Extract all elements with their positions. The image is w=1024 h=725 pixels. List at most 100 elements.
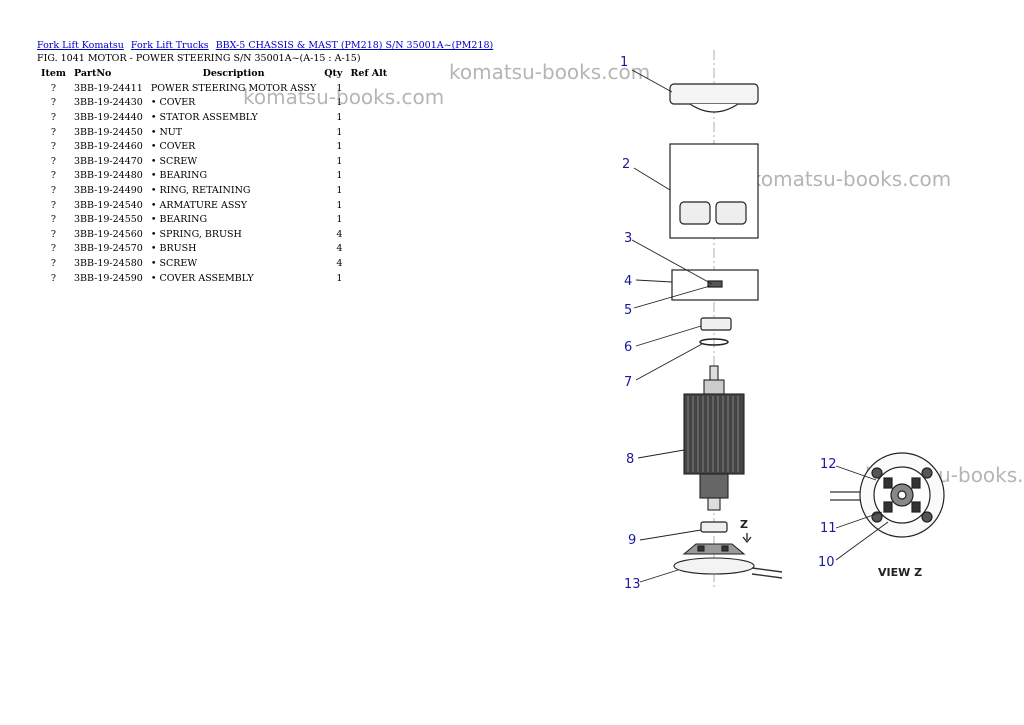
cell-partno: 3BB-19-24580 (73, 257, 143, 269)
cell-qty: 1 (336, 111, 343, 123)
cell-description: • RING, RETAINING (150, 184, 251, 196)
cell-description: POWER STEERING MOTOR ASSY (150, 82, 317, 94)
cell-description: • BEARING (150, 214, 208, 226)
z-direction-label: Z (740, 518, 748, 531)
callout-8: 8 (626, 452, 634, 467)
cell-qty: 1 (336, 97, 343, 109)
part-cover-cap (669, 83, 759, 113)
cell-partno: 3BB-19-24570 (73, 243, 143, 255)
header-partno: PartNo (73, 68, 112, 79)
cell-qty: 4 (336, 243, 343, 255)
cell-ref-alt (346, 212, 391, 227)
cell-qty: 1 (336, 126, 343, 138)
exploded-parts-diagram: Z VIEW Z 1 2 3 4 5 6 7 8 9 10 (620, 50, 945, 592)
part-retaining-ring (699, 338, 729, 346)
header-ref-alt: Ref Alt (350, 68, 388, 79)
cell-description: • COVER (150, 97, 196, 109)
cell-partno: 3BB-19-24480 (73, 170, 143, 182)
breadcrumb: Fork Lift Komatsu Fork Lift Trucks BBX-5… (37, 40, 497, 51)
cell-partno: 3BB-19-24460 (73, 141, 143, 153)
cell-description: • SPRING, BRUSH (150, 228, 242, 240)
cell-description: • COVER ASSEMBLY (150, 272, 254, 284)
table-row: ? 3BB-19-24550 • BEARING 1 (37, 212, 391, 227)
cell-item: ? (50, 199, 57, 211)
callout-3: 3 (624, 231, 632, 246)
cell-qty: 1 (336, 214, 343, 226)
cell-ref-alt (346, 242, 391, 257)
cell-description: • ARMATURE ASSY (150, 199, 247, 211)
cell-description: • BEARING (150, 170, 208, 182)
cell-item: ? (50, 97, 57, 109)
callout-12: 12 (820, 457, 837, 472)
breadcrumb-link-chassis-mast[interactable]: BBX-5 CHASSIS & MAST (PM218) S/N 35001A~… (215, 40, 494, 51)
view-z-label: VIEW Z (878, 566, 922, 579)
cell-ref-alt (346, 183, 391, 198)
callout-7: 7 (624, 375, 632, 390)
cell-ref-alt (346, 198, 391, 213)
header-description: Description (202, 68, 265, 79)
watermark: komatsu-books.com (243, 85, 445, 109)
callout-1: 1 (620, 55, 628, 70)
watermark: komatsu-books.com (750, 167, 952, 191)
part-cover-plate (671, 269, 759, 301)
callout-5: 5 (624, 303, 632, 318)
table-header-row: Item PartNo Description Qty Ref Alt (37, 66, 391, 81)
table-row: ? 3BB-19-24560 • SPRING, BRUSH 4 (37, 227, 391, 242)
part-armature (683, 365, 745, 511)
cell-partno: 3BB-19-24560 (73, 228, 143, 240)
cell-partno: 3BB-19-24550 (73, 214, 143, 226)
cell-description: • BRUSH (150, 243, 197, 255)
cell-item: ? (50, 170, 57, 182)
leader-lines (631, 69, 889, 583)
callout-4: 4 (624, 274, 632, 289)
cell-ref-alt (346, 227, 391, 242)
cell-qty: 4 (336, 257, 343, 269)
cell-qty: 1 (336, 141, 343, 153)
cell-qty: 4 (336, 228, 343, 240)
cell-item: ? (50, 214, 57, 226)
part-stator-housing (669, 143, 759, 239)
header-item: Item (41, 68, 66, 79)
cell-ref-alt (346, 125, 391, 140)
part-bearing (700, 317, 732, 331)
cell-ref-alt (346, 256, 391, 271)
cell-description: • SCREW (150, 155, 198, 167)
table-row: ? 3BB-19-24580 • SCREW 4 (37, 256, 391, 271)
cell-description: • SCREW (150, 257, 198, 269)
cell-item: ? (50, 272, 57, 284)
cell-description: • STATOR ASSEMBLY (150, 111, 258, 123)
cell-ref-alt (346, 271, 391, 286)
cell-item: ? (50, 111, 57, 123)
callout-6: 6 (624, 340, 632, 355)
cell-description: • NUT (150, 126, 183, 138)
breadcrumb-link-forklift-trucks[interactable]: Fork Lift Trucks (130, 40, 209, 51)
breadcrumb-link-forklift-komatsu[interactable]: Fork Lift Komatsu (37, 40, 124, 51)
header-qty: Qty (324, 68, 343, 79)
cell-partno: 3BB-19-24540 (73, 199, 143, 211)
cell-item: ? (50, 184, 57, 196)
cell-description: • COVER (150, 141, 196, 153)
cell-ref-alt (346, 110, 391, 125)
callout-2: 2 (622, 157, 630, 172)
callout-11: 11 (820, 521, 837, 536)
watermark: komatsu-books.com (449, 60, 651, 84)
figure-title: FIG. 1041 MOTOR - POWER STEERING S/N 350… (37, 53, 361, 64)
z-arrow-icon (742, 533, 752, 544)
cell-ref-alt (346, 169, 391, 184)
view-z-detail (830, 452, 945, 538)
part-cover-assembly (673, 543, 783, 579)
cell-partno: 3BB-19-24490 (73, 184, 143, 196)
cell-item: ? (50, 228, 57, 240)
cell-partno: 3BB-19-24590 (73, 272, 143, 284)
cell-item: ? (50, 257, 57, 269)
cell-qty: 1 (336, 82, 343, 94)
